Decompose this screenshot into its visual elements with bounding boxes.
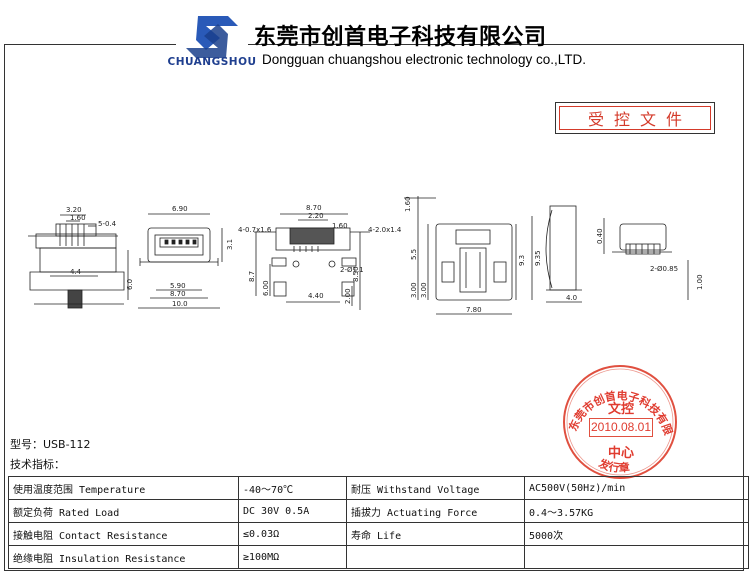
dim-label: 7.80 [466, 306, 482, 314]
spec-label [346, 545, 525, 569]
stamp-dept-bottom: 中心 [607, 446, 634, 461]
dim-label: 8.70 [306, 204, 322, 212]
dim-label: 3.1 [226, 239, 234, 250]
logo-text: CHUANGSHOU [167, 56, 257, 68]
company-logo [176, 8, 248, 66]
dim-label: 3.00 [410, 282, 418, 298]
spec-value: ≥100MΩ [238, 545, 347, 569]
drawing-view-4 [404, 196, 533, 315]
document-frame [4, 44, 744, 571]
table-row: 额定负荷 Rated Load DC 30V 0.5A 插拔力 Actuatin… [8, 499, 749, 523]
spec-label: 接触电阻 Contact Resistance [8, 522, 239, 546]
dim-label: 8.50 [352, 266, 360, 282]
drawing-view-5 [545, 205, 689, 303]
spec-table: 使用温度范围 Temperature -40～70℃ 耐压 Withstand … [8, 476, 749, 569]
dim-label: 2.20 [308, 212, 324, 220]
table-row: 使用温度范围 Temperature -40～70℃ 耐压 Withstand … [8, 476, 749, 500]
spec-value: -40～70℃ [238, 476, 347, 500]
dim-label: 5.90 [170, 282, 186, 290]
dim-label: 8.70 [170, 290, 186, 298]
dim-label: 1.60 [332, 222, 348, 230]
stamp-dept-top: 文控 [607, 402, 634, 417]
table-row: 绝缘电阻 Insulation Resistance ≥100MΩ [8, 545, 749, 569]
dim-label: 1.60 [404, 196, 412, 212]
dim-label: 6.90 [172, 205, 188, 213]
company-stamp: 东莞市创首电子科技有限公司 发行章 [560, 362, 677, 479]
dim-label: 9.35 [534, 250, 542, 266]
spec-value [524, 545, 749, 569]
dim-label: 4.40 [308, 292, 324, 300]
dim-label: 1.60 [70, 214, 86, 222]
drawing-view-3 [254, 213, 370, 310]
dim-label: 2-Ø0.85 [650, 265, 678, 273]
controlled-document-label: 受控文件 [587, 110, 692, 129]
drawing-view-2 [138, 213, 223, 309]
dim-label: 3.20 [66, 206, 82, 214]
company-name-en: Dongguan chuangshou electronic technolog… [262, 52, 586, 67]
dim-label: 6.0 [126, 279, 134, 290]
spec-value: 5000次 [524, 522, 749, 546]
spec-label: 耐压 Withstand Voltage [346, 476, 525, 500]
dim-label: 6.00 [262, 280, 270, 296]
dim-label: 0.40 [596, 228, 604, 244]
spec-value: 0.4～3.57KG [524, 499, 749, 523]
drawing-view-1 [28, 214, 129, 309]
spec-value: AC500V(50Hz)/min [524, 476, 749, 500]
controlled-document-border: 受控文件 [559, 106, 711, 130]
dim-label: 3.00 [420, 282, 428, 298]
dim-label: 10.0 [172, 300, 188, 308]
dim-label: 8.7 [248, 271, 256, 282]
dim-label: 4.0 [566, 294, 577, 302]
spec-label: 寿命 Life [346, 522, 525, 546]
dim-label: 2-Ø1.1 [340, 266, 364, 274]
controlled-document-box: 受控文件 [555, 102, 715, 134]
dim-label: 4-2.0x1.4 [368, 226, 402, 234]
dim-label: 9.3 [518, 255, 526, 266]
dim-label: 2.00 [344, 288, 352, 304]
spec-value: DC 30V 0.5A [238, 499, 347, 523]
stamp-date: 2010.08.01 [589, 418, 653, 437]
spec-value: ≤0.03Ω [238, 522, 347, 546]
dim-label: 1.00 [696, 274, 704, 290]
table-row: 接触电阻 Contact Resistance ≤0.03Ω 寿命 Life 5… [8, 522, 749, 546]
spec-label: 插拔力 Actuating Force [346, 499, 525, 523]
dim-label: 4.4 [70, 268, 82, 276]
model-number: 型号：USB-112 [10, 438, 91, 451]
dim-label: 5-0.4 [98, 220, 117, 228]
spec-label: 额定负荷 Rated Load [8, 499, 239, 523]
dim-label: 5.5 [410, 249, 418, 260]
tech-spec-heading: 技术指标： [10, 458, 65, 471]
spec-label: 使用温度范围 Temperature [8, 476, 239, 500]
dim-label: 4-0.7x1.6 [238, 226, 272, 234]
spec-label: 绝缘电阻 Insulation Resistance [8, 545, 239, 569]
company-name-cn: 东莞市创首电子科技有限公司 [254, 25, 547, 50]
